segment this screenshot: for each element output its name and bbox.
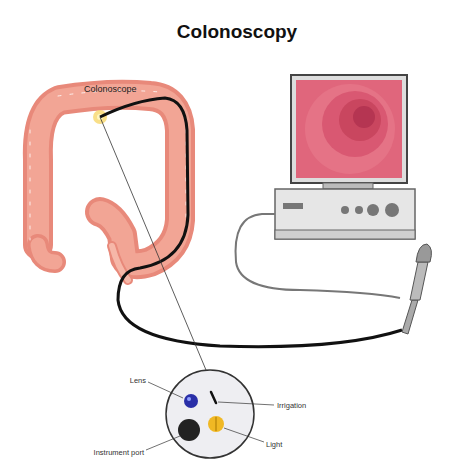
scope-tip-cross-section [146, 370, 274, 458]
zoom-leader [100, 117, 206, 370]
colon [30, 91, 186, 280]
part-label: Lens [130, 376, 146, 385]
colonoscope-tube [100, 98, 402, 347]
part-label: Instrument port [94, 448, 144, 457]
diagram-title: Colonoscopy [177, 21, 297, 43]
organ-label: Colonoscope [84, 84, 137, 94]
part-label: Irrigation [277, 401, 306, 410]
light-cable [236, 214, 400, 298]
monitor [275, 75, 415, 239]
control-handpiece [402, 244, 431, 334]
part-label: Light [266, 440, 282, 449]
